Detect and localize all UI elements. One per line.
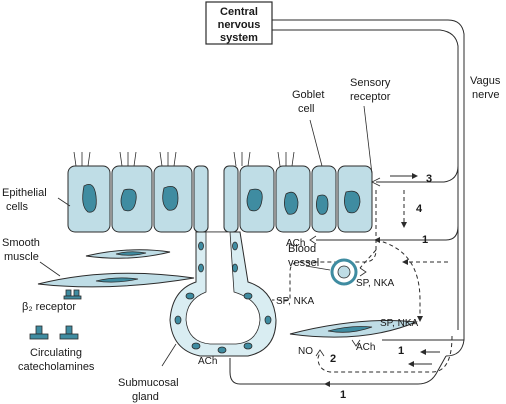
pointer-vessel xyxy=(305,265,331,271)
nucleus xyxy=(284,191,299,215)
nucleus xyxy=(316,194,329,215)
nucleus xyxy=(162,185,179,211)
epithelial-label-1: Epithelial xyxy=(2,187,47,199)
afferent-fiber-3 xyxy=(376,165,459,183)
sensory-label-1: Sensory xyxy=(350,77,391,89)
ach-muscle-label: ACh xyxy=(356,342,375,353)
smooth-muscle-label-2: muscle xyxy=(4,251,39,263)
goblet-label-1: Goblet xyxy=(292,89,324,101)
epithelial-label-2: cells xyxy=(6,201,29,213)
ach-epithelium-ending xyxy=(309,235,317,245)
sensory-label-2: receptor xyxy=(350,91,391,103)
cilia xyxy=(73,151,295,167)
beta2-receptor-icon xyxy=(63,289,82,300)
no-label: NO xyxy=(298,346,313,357)
epithelial-cell-narrow xyxy=(223,165,239,233)
blood-vessel-lumen xyxy=(337,265,351,279)
vessel-ending xyxy=(359,267,367,277)
sp-nka-muscle-label: SP, NKA xyxy=(380,318,418,329)
nucleus xyxy=(82,183,97,213)
arrow-2-head xyxy=(408,361,414,367)
dashed-fiber-vessel xyxy=(359,249,377,269)
arrow-4-head xyxy=(401,222,407,228)
pathway-number-1-bottom: 1 xyxy=(340,389,346,401)
efferent-fiber-epithelium xyxy=(316,225,459,241)
epithelial-cell-narrow xyxy=(193,165,209,233)
arrow-3-head xyxy=(412,173,418,179)
arrow-1-muscle-head xyxy=(420,349,426,355)
blood-vessel-label-1: Blood xyxy=(288,243,316,255)
ach-gland-label: ACh xyxy=(198,356,217,367)
catecholamine-icon xyxy=(29,325,79,340)
blood-vessel-label-2: vessel xyxy=(288,257,319,269)
nucleus xyxy=(115,251,147,256)
pathway-number-2: 2 xyxy=(330,353,336,365)
sensory-receptor-ending xyxy=(371,177,381,187)
dashed-fiber-muscle xyxy=(375,239,421,320)
vagus-nerve-inner xyxy=(272,29,459,330)
catecholamines-label-1: Circulating xyxy=(30,347,82,359)
submucosal-gland xyxy=(169,231,277,357)
efferent-fiber-gland xyxy=(229,355,447,385)
dashed-fiber-gland xyxy=(272,190,377,301)
goblet-label-2: cell xyxy=(298,103,315,115)
pointer-goblet xyxy=(309,119,323,167)
epithelial-cells-left xyxy=(67,165,209,233)
gland-nuclei xyxy=(174,241,272,354)
ach-muscle-ending xyxy=(351,339,361,347)
nitrergic-fiber-2 xyxy=(317,335,453,373)
catecholamines-label-2: catecholamines xyxy=(18,361,95,373)
arrow-1-gland-head xyxy=(324,381,330,387)
submucosal-label-1: Submucosal xyxy=(118,377,179,389)
vagus-label-2: nerve xyxy=(472,89,500,101)
pathway-number-1-epithelium: 1 xyxy=(422,234,428,246)
dashed-arrow-right-head xyxy=(402,259,408,265)
pathway-number-3: 3 xyxy=(426,173,432,185)
cns-label-2: nervous xyxy=(218,19,261,31)
epithelial-cells-right xyxy=(223,165,373,233)
cns-label-3: system xyxy=(220,32,258,44)
pointer-smooth-muscle xyxy=(39,261,61,277)
nucleus xyxy=(120,188,137,212)
nucleus xyxy=(246,188,263,212)
vagus-nerve-outer xyxy=(272,19,465,357)
sp-nka-vessel-label: SP, NKA xyxy=(356,278,394,289)
nucleus xyxy=(327,326,373,333)
gland-lumen xyxy=(185,231,261,345)
dashed-arrow-muscle-head xyxy=(417,316,423,322)
smooth-muscle-label-1: Smooth xyxy=(2,237,40,249)
pointer-epithelial xyxy=(57,197,71,207)
pointer-sensory xyxy=(363,105,373,175)
nucleus xyxy=(344,190,361,214)
pathway-number-4: 4 xyxy=(416,203,423,215)
vagus-label-1: Vagus xyxy=(470,75,501,87)
pathway-number-1-muscle: 1 xyxy=(398,345,404,357)
cns-box xyxy=(205,1,273,45)
sp-nka-gland-label: SP, NKA xyxy=(276,296,314,307)
pointer-gland xyxy=(161,343,177,367)
submucosal-label-2: gland xyxy=(132,391,159,403)
nucleus xyxy=(95,277,139,283)
ach-epithelium-label: ACh xyxy=(286,238,305,249)
cns-label-1: Central xyxy=(220,6,258,18)
beta2-receptor-label: β₂ receptor xyxy=(22,301,76,313)
no-ending xyxy=(315,349,325,357)
